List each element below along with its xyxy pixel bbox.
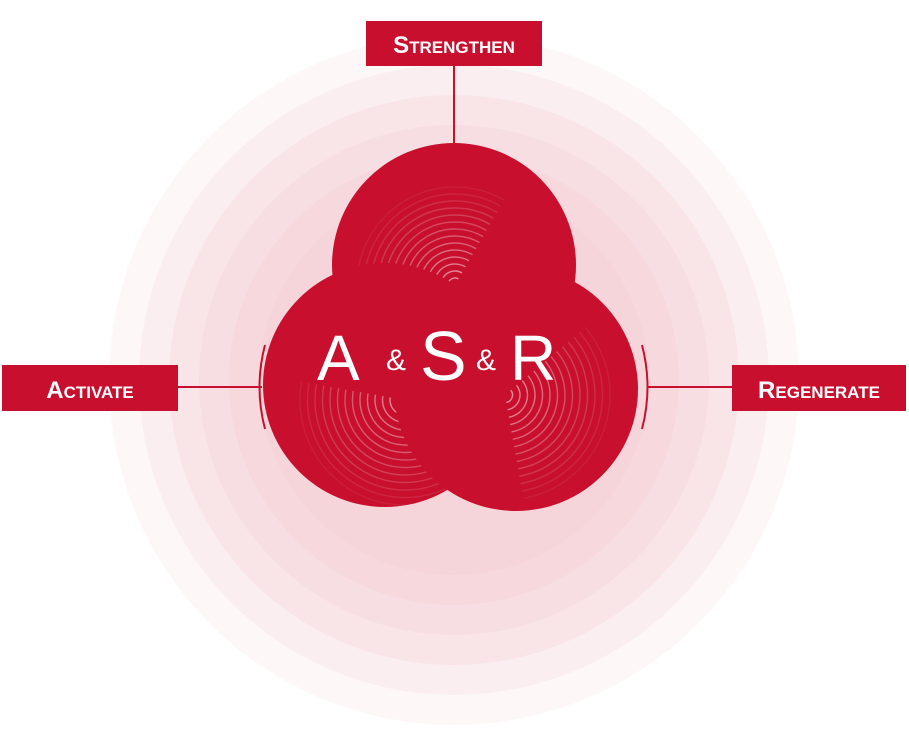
ripple-arc <box>512 365 551 441</box>
ripple-arc <box>321 385 447 484</box>
label-strengthen: STRENGTHEN <box>366 21 542 66</box>
ripple-arc <box>519 341 589 477</box>
center-ampersand-1: & <box>386 344 406 377</box>
ripple-arc <box>510 375 536 426</box>
ripple-pattern-left <box>299 381 458 506</box>
ripple-arc <box>336 388 440 469</box>
svg-text:STRENGTHEN: STRENGTHEN <box>393 32 515 59</box>
ripple-arc <box>513 360 559 448</box>
center-ampersand-2: & <box>476 344 496 377</box>
label-activate: ACTIVATE <box>2 365 178 411</box>
ripple-arc <box>523 327 611 500</box>
center-letter-s: S <box>420 317 467 395</box>
label-activate-initial: A <box>46 377 63 404</box>
center-letter-a: A <box>317 322 360 394</box>
center-title: A & S & R <box>317 317 556 395</box>
ripple-arc <box>356 186 505 286</box>
ripple-pattern-right <box>506 327 611 500</box>
label-activate-rest: CTIVATE <box>64 383 134 402</box>
right-connector-arc <box>641 344 649 430</box>
ripple-arc <box>515 355 566 455</box>
ripple-arc <box>506 389 514 404</box>
ripple-arc <box>508 380 529 418</box>
overlap-core <box>390 283 514 407</box>
ripple-arc <box>520 336 596 485</box>
ripple-arc <box>363 193 501 286</box>
ripple-arc <box>511 370 544 433</box>
svg-text:ACTIVATE: ACTIVATE <box>46 377 134 404</box>
label-strengthen-initial: S <box>393 32 409 59</box>
svg-text:REGENERATE: REGENERATE <box>758 377 880 404</box>
ripple-arc <box>306 382 455 499</box>
ripple-arc <box>516 351 574 463</box>
ripple-arc <box>517 346 581 470</box>
center-letter-r: R <box>510 322 556 394</box>
left-connector-arc <box>258 344 266 430</box>
ripple-arc <box>521 331 604 492</box>
ripple-arc <box>314 384 451 491</box>
label-regenerate-initial: R <box>758 377 775 404</box>
label-regenerate: REGENERATE <box>732 365 906 411</box>
ripple-arc <box>370 200 498 286</box>
ripple-arc <box>329 386 443 476</box>
ripple-arc <box>507 384 521 411</box>
label-strengthen-rest: TRENGTHEN <box>409 38 515 57</box>
label-regenerate-rest: EGENERATE <box>775 383 880 402</box>
